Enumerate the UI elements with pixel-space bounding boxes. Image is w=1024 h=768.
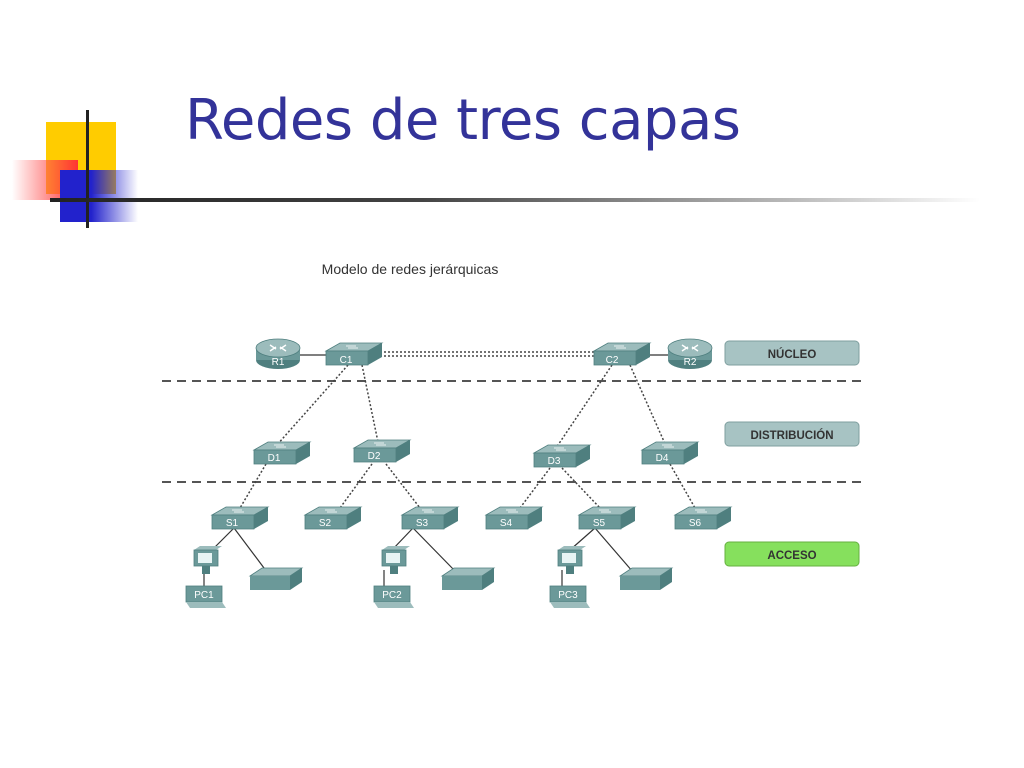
switch-d3: D3 (533, 444, 591, 468)
pc-pc1-label: PC1 (194, 590, 214, 601)
pc-pc3-label: PC3 (558, 590, 578, 601)
switch-s3: S3 (401, 506, 459, 530)
switch-s5: S5 (578, 506, 636, 530)
printer-icon (249, 567, 303, 591)
switch-d1: D1 (253, 441, 311, 465)
layer-core-label: NÚCLEO (768, 348, 817, 361)
pc-pc1: PC1 (185, 545, 227, 609)
router-r2: R2 (667, 338, 713, 370)
printer-icon (619, 567, 673, 591)
switch-s5-label: S5 (593, 518, 606, 529)
title-divider (50, 198, 980, 202)
layer-distribution-label: DISTRIBUCIÓN (750, 429, 833, 442)
switch-d4: D4 (641, 441, 699, 465)
pc-pc3: PC3 (549, 545, 591, 609)
diagram-caption: Modelo de redes jerárquicas (322, 261, 499, 277)
layer-access-label: ACCESO (767, 550, 816, 562)
switch-c2-label: C2 (606, 355, 619, 366)
switch-c1: C1 (325, 342, 383, 366)
router-r2-label: R2 (684, 357, 697, 368)
slide-title: Redes de tres capas (185, 88, 741, 153)
switch-c2: C2 (593, 342, 651, 366)
network-diagram: Modelo de redes jerárquicas R1 (162, 261, 865, 609)
layer-distribution-badge: DISTRIBUCIÓN (724, 421, 860, 447)
switch-c1-label: C1 (340, 355, 353, 366)
switch-d2-label: D2 (368, 451, 381, 462)
switch-d1-label: D1 (268, 453, 281, 464)
switch-d3-label: D3 (548, 456, 561, 467)
router-r1-label: R1 (272, 357, 285, 368)
printer-icon (441, 567, 495, 591)
switch-s6: S6 (674, 506, 732, 530)
switch-d4-label: D4 (656, 453, 669, 464)
pc-pc2-label: PC2 (382, 590, 402, 601)
router-r1: R1 (255, 338, 301, 370)
switch-s2: S2 (304, 506, 362, 530)
switch-d2: D2 (353, 439, 411, 463)
solid-links (203, 354, 668, 590)
pc-pc2: PC2 (373, 545, 415, 609)
layer-core-badge: NÚCLEO (724, 340, 860, 366)
layer-access-badge: ACCESO (724, 541, 860, 567)
switch-s4: S4 (485, 506, 543, 530)
switch-s6-label: S6 (689, 518, 702, 529)
dotted-links (239, 351, 696, 509)
switch-s3-label: S3 (416, 518, 429, 529)
deco-blue-square (60, 170, 138, 222)
switch-s2-label: S2 (319, 518, 332, 529)
switch-s1: S1 (211, 506, 269, 530)
switch-s1-label: S1 (226, 518, 239, 529)
switch-s4-label: S4 (500, 518, 513, 529)
deco-vertical-line (86, 110, 89, 228)
